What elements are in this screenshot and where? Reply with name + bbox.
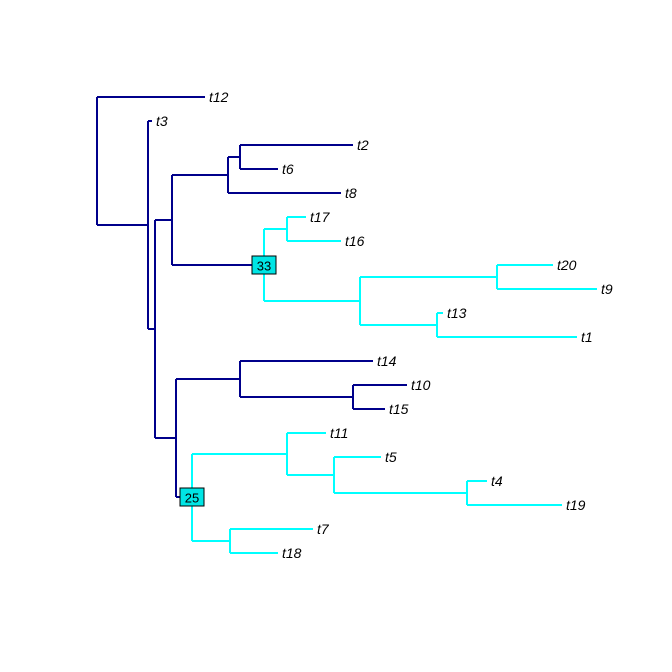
tip-label-t16: t16 [345,233,365,249]
tip-label-t13: t13 [447,305,467,321]
tip-label-t14: t14 [377,353,397,369]
tip-label-t11: t11 [330,425,348,441]
tip-label-t19: t19 [566,497,586,513]
tip-label-t17: t17 [310,209,331,225]
node-label-text-25: 25 [185,491,199,506]
node-label-text-33: 33 [257,259,271,274]
tip-label-t20: t20 [557,257,577,273]
tip-label-t10: t10 [411,377,431,393]
branches-layer [96,96,597,554]
node-label-box-25 [179,487,205,507]
tip-label-t15: t15 [389,401,409,417]
tip-label-t9: t9 [601,281,613,297]
tip-label-t7: t7 [317,521,330,537]
tip-label-t12: t12 [209,89,229,105]
node-labels-layer: 33 25 [179,255,277,507]
tip-label-t5: t5 [385,449,397,465]
tip-label-t1: t1 [581,329,593,345]
tip-label-t18: t18 [282,545,302,561]
tip-label-t2: t2 [357,137,369,153]
tip-label-t8: t8 [345,185,357,201]
node-label-box-33 [251,255,277,275]
tip-label-t6: t6 [282,161,294,177]
tip-label-t4: t4 [491,473,503,489]
tip-label-t3: t3 [156,113,168,129]
